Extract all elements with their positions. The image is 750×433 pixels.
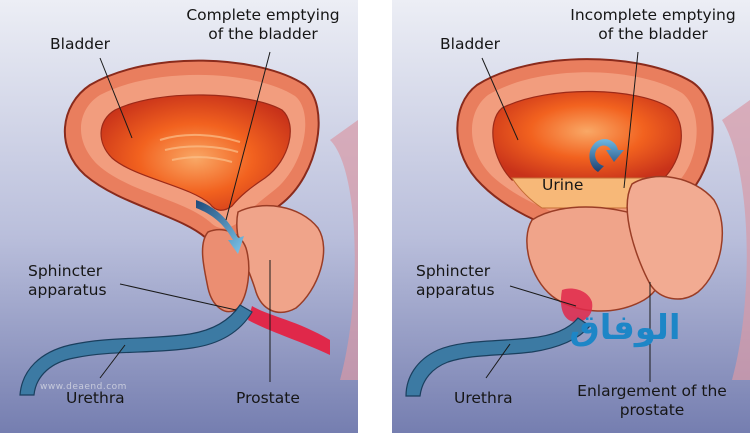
vessel xyxy=(248,306,330,355)
diagram-incomplete-emptying xyxy=(392,0,750,433)
sphincter xyxy=(560,288,593,322)
label-prostate: Prostate xyxy=(236,389,300,407)
panel-complete-emptying: Complete emptying of the bladder Bladder… xyxy=(0,0,358,433)
watermark: www.deaend.com xyxy=(40,382,127,392)
logo-text: الوفاق xyxy=(569,308,681,348)
side-tissue xyxy=(330,120,358,380)
enlarged-prostate-right-lobe xyxy=(626,175,724,300)
leader-bladder xyxy=(481,57,519,141)
label-bladder: Bladder xyxy=(440,35,501,53)
bladder-cavity xyxy=(100,94,291,211)
site-logo: الوفاق xyxy=(545,306,705,358)
label-urine: Urine xyxy=(542,176,584,194)
label-sphincter: Sphincter apparatus xyxy=(28,262,107,299)
cavity-highlights xyxy=(159,133,241,163)
backflow-arrow xyxy=(589,139,624,172)
label-enlargement: Enlargement of the prostate xyxy=(577,382,727,419)
label-sphincter: Sphincter apparatus xyxy=(416,262,495,299)
leader-bladder xyxy=(99,57,133,139)
leader-title xyxy=(225,51,271,221)
leader-urethra xyxy=(99,344,126,379)
label-bladder: Bladder xyxy=(50,35,111,53)
panel-incomplete-emptying: Incomplete emptying of the bladder Bladd… xyxy=(392,0,750,433)
flow-arrow xyxy=(196,200,244,254)
leader-title xyxy=(623,51,639,189)
label-urethra: Urethra xyxy=(454,389,513,407)
leader-sphincter xyxy=(119,283,237,311)
urethra-tube xyxy=(405,317,591,397)
urethra-tube xyxy=(19,304,253,396)
side-tissue xyxy=(722,100,750,380)
diagram-complete-emptying xyxy=(0,0,358,433)
leader-urethra xyxy=(485,343,511,379)
bladder-cavity xyxy=(492,90,682,181)
title-complete-emptying: Complete emptying of the bladder xyxy=(186,6,340,43)
title-incomplete-emptying: Incomplete emptying of the bladder xyxy=(570,6,736,43)
label-urethra: Urethra xyxy=(66,389,125,407)
leader-sphincter xyxy=(509,285,577,307)
